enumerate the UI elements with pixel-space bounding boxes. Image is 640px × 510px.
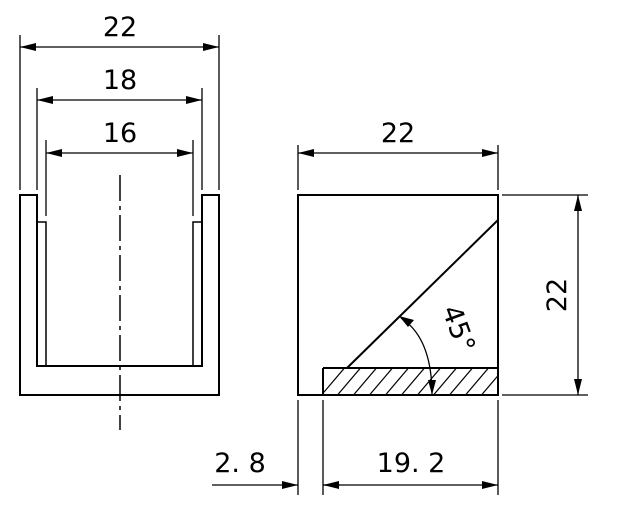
side-outer-square: [297, 194, 499, 396]
arrowhead: [20, 43, 36, 51]
arrowhead: [298, 149, 314, 157]
arrowhead: [37, 96, 53, 104]
side-view: 45° 22 22 2. 8 19. 2: [212, 118, 588, 495]
dim-front-overall-width: 22: [103, 12, 137, 43]
arrowhead: [46, 149, 62, 157]
front-inner-lip-right: [192, 221, 202, 366]
dim-offset-small: 2. 8: [214, 448, 266, 479]
front-view: 22 18 16: [19, 12, 220, 430]
front-inner-lip-left: [37, 221, 47, 366]
front-outer-profile: [19, 194, 220, 396]
arrowhead: [399, 316, 414, 327]
arrowhead: [186, 96, 202, 104]
dim-front-inner-width: 18: [103, 65, 137, 96]
arrowhead: [428, 380, 436, 395]
dim-offset-large: 19. 2: [377, 448, 446, 479]
arrowhead: [574, 195, 582, 211]
arrowhead: [482, 149, 498, 157]
arrowhead: [203, 43, 219, 51]
arrowhead: [177, 149, 193, 157]
dim-chamfer-angle: 45°: [435, 301, 480, 357]
hatch-pattern: [323, 368, 498, 395]
arrowhead: [574, 379, 582, 395]
chamfer-line: [346, 219, 499, 369]
dim-front-inner-pocket: 16: [103, 118, 137, 149]
dim-side-height: 22: [542, 278, 573, 312]
arrowhead: [282, 481, 298, 489]
dim-side-width: 22: [381, 118, 415, 149]
arrowhead: [482, 481, 498, 489]
